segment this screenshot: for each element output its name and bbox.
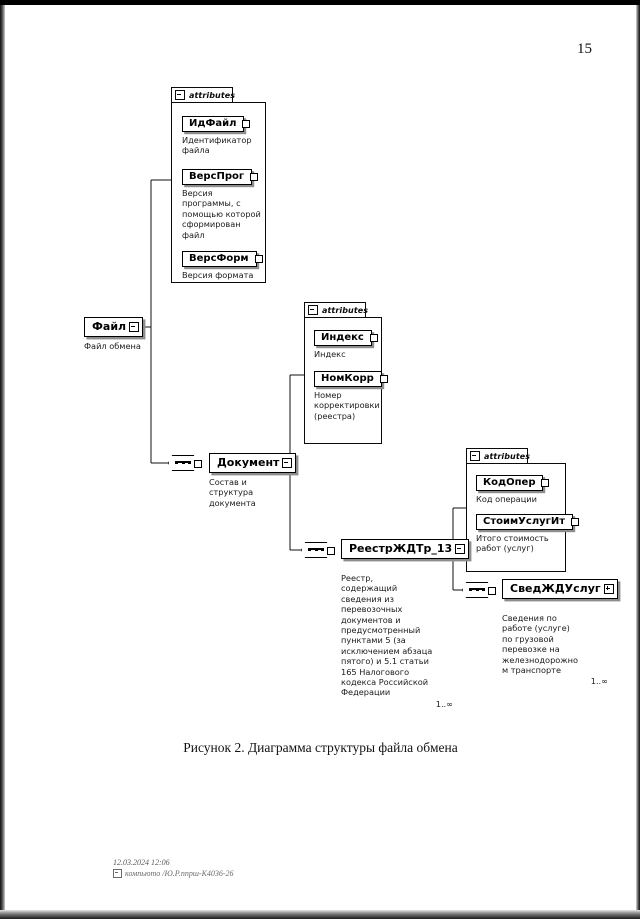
attribute-chip[interactable]: ВерсФорм [182, 251, 257, 267]
attribute-item[interactable]: НомКорр Номер корректировки (реестра) [314, 368, 382, 421]
attribute-description: Версия программы, с помощью которой сфор… [182, 188, 261, 240]
attributes-tab[interactable]: attributes [466, 448, 531, 463]
node-label: Документ [217, 456, 280, 469]
node-description: Файл обмена [84, 341, 141, 351]
attribute-item[interactable]: СтоимУслугИт Итого стоимость работ (услу… [476, 511, 574, 554]
node-services[interactable]: СведЖДУслуг 1..∞ Сведения по работе (усл… [502, 579, 618, 686]
page-scan-edge-right [636, 5, 640, 919]
attribute-item[interactable]: ВерсФорм Версия формата [182, 248, 257, 280]
attribute-description: Итого стоимость работ (услуг) [476, 533, 549, 554]
cardinality-label: 1..∞ [590, 676, 608, 687]
node-box[interactable]: Файл [84, 317, 144, 337]
attribute-item[interactable]: ИдФайл Идентификатор файла [182, 113, 252, 156]
collapse-toggle-icon[interactable] [129, 322, 140, 332]
attribute-chip[interactable]: ИдФайл [182, 116, 245, 132]
document-page: 15 [5, 5, 636, 910]
sequence-compositor-services[interactable] [462, 582, 496, 599]
attribute-description: Идентификатор файла [182, 135, 252, 156]
page-scan-edge-bottom [0, 910, 640, 919]
attributes-tab[interactable]: attributes [304, 302, 369, 317]
attribute-item[interactable]: ВерсПрог Версия программы, с помощью кот… [182, 166, 261, 240]
attributes-tab-label: attributes [189, 90, 236, 100]
sequence-compositor-registry[interactable] [301, 542, 335, 559]
attribute-chip[interactable]: ВерсПрог [182, 169, 253, 185]
page-footer: 12.03.2024 12:06 компьюто /Ю.Р.ппрш-К403… [113, 857, 234, 879]
node-box[interactable]: СведЖДУслуг [502, 579, 618, 599]
minus-box-icon[interactable] [175, 90, 185, 100]
footer-path-row: компьюто /Ю.Р.ппрш-К4036-26 [113, 868, 234, 879]
node-registry[interactable]: РеестрЖДТр_13 1..∞ Реестр, содержащий св… [341, 539, 470, 709]
sequence-connector-stub [327, 546, 335, 555]
figure-caption: Рисунок 2. Диаграмма структуры файла обм… [183, 740, 458, 755]
attribute-description: Код операции [476, 494, 537, 504]
attributes-tab[interactable]: attributes [171, 87, 236, 102]
node-label: Файл [92, 320, 127, 333]
attribute-chip[interactable]: Индекс [314, 330, 372, 346]
footer-timestamp: 12.03.2024 12:06 [113, 858, 170, 867]
collapse-toggle-icon[interactable] [455, 544, 466, 554]
attributes-panel-document: attributes Индекс Индекс НомКорр Номер к… [304, 302, 382, 444]
sequence-dots [308, 548, 324, 552]
attributes-body: КодОпер Код операции СтоимУслугИт Итого … [466, 463, 574, 572]
page-number: 15 [577, 41, 592, 57]
attribute-chip[interactable]: КодОпер [476, 475, 544, 491]
node-box[interactable]: РеестрЖДТр_13 [341, 539, 470, 559]
attribute-chip[interactable]: СтоимУслугИт [476, 514, 574, 530]
node-file[interactable]: Файл Файл обмена [84, 317, 144, 351]
attributes-body: ИдФайл Идентификатор файла ВерсПрог Верс… [171, 102, 266, 283]
node-description: Сведения по работе (услуге) по грузовой … [502, 613, 579, 676]
attributes-tab-label: attributes [322, 305, 369, 315]
footer-path: компьюто /Ю.Р.ппрш-К4036-26 [125, 869, 234, 878]
attribute-item[interactable]: КодОпер Код операции [476, 472, 544, 504]
node-description: Реестр, содержащий сведения из перевозоч… [341, 573, 433, 698]
node-label: РеестрЖДТр_13 [349, 542, 453, 555]
sequence-connector-stub [488, 586, 496, 595]
minus-box-icon[interactable] [470, 451, 480, 461]
node-label: СведЖДУслуг [510, 582, 601, 595]
attribute-chip[interactable]: НомКорр [314, 371, 382, 387]
attributes-tab-label: attributes [484, 451, 531, 461]
sequence-connector-stub [194, 459, 202, 468]
attribute-item[interactable]: Индекс Индекс [314, 327, 372, 359]
minus-box-icon[interactable] [308, 305, 318, 315]
cardinality-label: 1..∞ [435, 698, 453, 709]
page-scan-edge-top [0, 0, 640, 5]
attribute-description: Версия формата [182, 270, 254, 280]
attributes-body: Индекс Индекс НомКорр Номер корректировк… [304, 317, 382, 444]
sequence-dots [175, 461, 191, 465]
attributes-panel-file: attributes ИдФайл Идентификатор файла Ве… [171, 87, 266, 283]
node-box[interactable]: Документ [209, 453, 297, 473]
node-document[interactable]: Документ Состав и структура документа [209, 453, 297, 508]
node-description: Состав и структура документа [209, 477, 256, 508]
attributes-panel-registry: attributes КодОпер Код операции СтоимУсл… [466, 448, 574, 572]
collapse-toggle-icon[interactable] [282, 458, 293, 468]
expand-toggle-icon[interactable] [603, 584, 614, 594]
sequence-compositor-document[interactable] [168, 455, 202, 472]
sequence-dots [469, 588, 485, 592]
attribute-description: Индекс [314, 349, 346, 359]
xsd-structure-diagram: attributes ИдФайл Идентификатор файла Ве… [5, 5, 636, 725]
document-icon [113, 869, 122, 878]
attribute-description: Номер корректировки (реестра) [314, 390, 380, 421]
page-scan-edge-left [0, 5, 5, 910]
